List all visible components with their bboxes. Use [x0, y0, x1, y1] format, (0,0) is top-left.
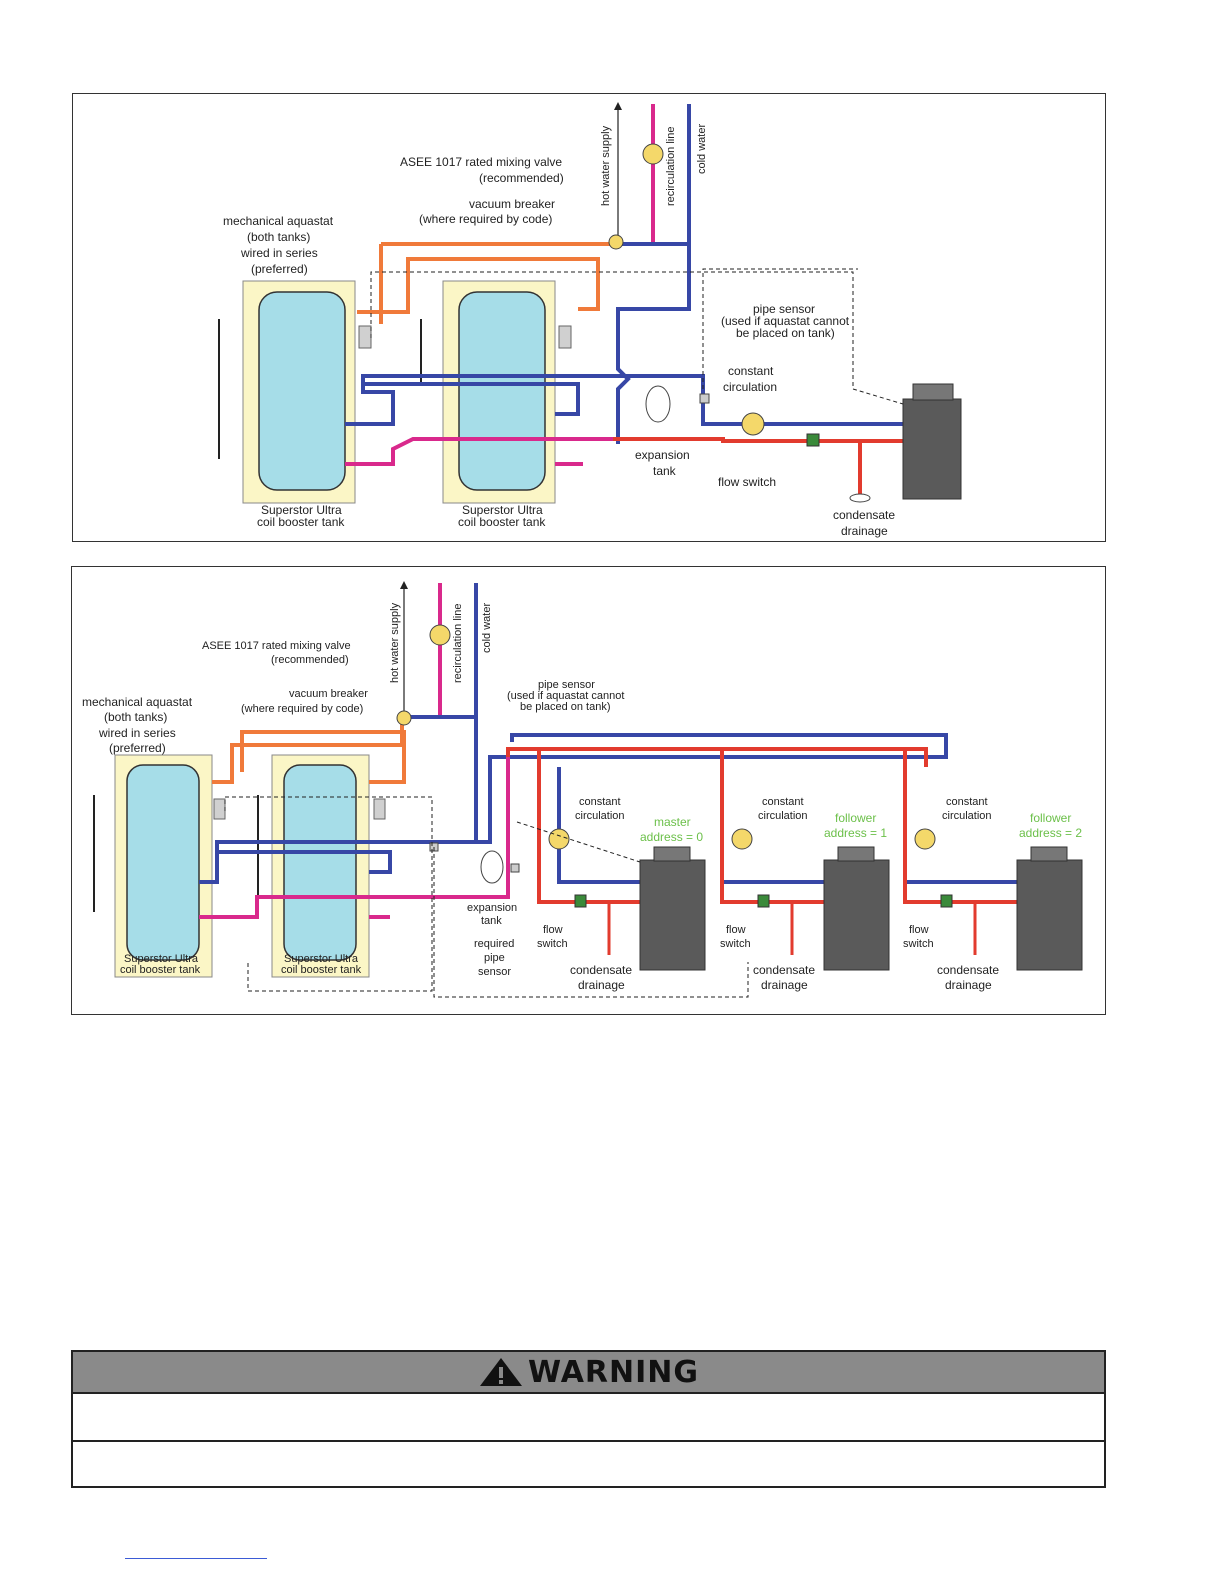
recirc-pump-icon: [642, 143, 664, 165]
label-tank-b: tank: [481, 915, 502, 927]
label-tank: tank: [653, 464, 677, 478]
label-pipe-sensor-b2: (used if aquastat cannot: [507, 690, 624, 702]
boiler-master: [639, 859, 706, 971]
mixing-valve-icon: [608, 234, 624, 250]
label-pipe-sensor-b: pipe sensor: [538, 679, 595, 691]
expansion-tank-icon: [645, 385, 671, 423]
piping-diagram-2: hot water supply recirculation line cold…: [82, 581, 1083, 998]
label-switch-2: switch: [720, 938, 751, 950]
label-tank-a-b2: coil booster tank: [120, 964, 201, 976]
label-sensor: sensor: [478, 966, 511, 978]
label-constant-3: constant: [946, 796, 988, 808]
label-tank-b-b2: coil booster tank: [281, 964, 362, 976]
label-vacuum-breaker-2: vacuum breaker: [289, 688, 368, 700]
label-follower-2: follower: [1030, 811, 1071, 825]
label-circulation-1: circulation: [575, 810, 625, 822]
warning-row-2: [73, 1442, 1104, 1488]
label-circulation-3: circulation: [942, 810, 992, 822]
label-aquastat-b: mechanical aquastat: [82, 695, 193, 709]
label-constant-1: constant: [579, 796, 621, 808]
label-drainage-1: drainage: [578, 978, 625, 992]
label-constant-2: constant: [762, 796, 804, 808]
label-hot-water-supply-2: hot water supply: [389, 602, 401, 683]
label-aquastat-2: (both tanks): [247, 230, 310, 244]
label-circulation-2: circulation: [758, 810, 808, 822]
label-cold-water: cold water: [696, 124, 708, 174]
label-aquastat: mechanical aquastat: [223, 214, 334, 228]
label-tank-a: Superstor Ultra: [261, 503, 342, 517]
label-flow-switch: flow switch: [718, 475, 776, 489]
piping-diagram-1: hot water supply recirculation line cold…: [218, 102, 962, 538]
label-required: required: [474, 938, 514, 950]
warning-box: WARNING: [71, 1350, 1106, 1488]
label-recirculation-line-2: recirculation line: [452, 604, 464, 683]
label-aquastat-b4: (preferred): [109, 741, 166, 755]
warning-triangle-icon: [479, 1358, 522, 1386]
label-follower-1: follower: [835, 811, 876, 825]
boiler-follower-1: [823, 859, 890, 971]
label-flow-1: flow: [543, 924, 563, 936]
label-tank-b-b: Superstor Ultra: [284, 953, 359, 965]
label-vacuum-breaker-note-2: (where required by code): [241, 703, 363, 715]
label-recirculation-line: recirculation line: [665, 127, 677, 206]
label-follower-1-address: address = 1: [824, 826, 887, 840]
label-circulation: circulation: [723, 380, 777, 394]
label-tank-b-2: coil booster tank: [458, 515, 546, 529]
label-pipe: pipe: [484, 952, 505, 964]
label-switch-1: switch: [537, 938, 568, 950]
label-pipe-sensor-b3: be placed on tank): [520, 701, 611, 713]
boiler-follower-2: [1016, 859, 1083, 971]
label-mixing-valve-note-2: (recommended): [271, 654, 349, 666]
label-pipe-sensor-3: be placed on tank): [736, 326, 835, 340]
label-tank-b: Superstor Ultra: [462, 503, 543, 517]
label-expansion: expansion: [635, 448, 690, 462]
flow-switch-icon: [806, 433, 820, 447]
label-flow-3: flow: [909, 924, 929, 936]
label-mixing-valve: ASEE 1017 rated mixing valve: [400, 155, 562, 169]
label-drainage-3: drainage: [945, 978, 992, 992]
label-mixing-valve-note: (recommended): [479, 171, 564, 185]
label-pipe-sensor: pipe sensor: [753, 302, 815, 316]
label-condensate-2: condensate: [753, 963, 815, 977]
label-aquastat-3: wired in series: [240, 246, 318, 260]
warning-header: WARNING: [73, 1352, 1104, 1394]
label-drainage-2: drainage: [761, 978, 808, 992]
label-mixing-valve-2: ASEE 1017 rated mixing valve: [202, 640, 351, 652]
label-vacuum-breaker: vacuum breaker: [469, 197, 555, 211]
diagram-cascade-boilers: hot water supply recirculation line cold…: [71, 566, 1106, 1015]
label-condensate-3: condensate: [937, 963, 999, 977]
label-cold-water-2: cold water: [481, 603, 493, 653]
label-aquastat-b2: (both tanks): [104, 710, 167, 724]
boiler-icon: [902, 398, 962, 500]
label-drainage: drainage: [841, 524, 888, 538]
label-aquastat-b3: wired in series: [98, 726, 176, 740]
label-master: master: [654, 815, 691, 829]
label-hot-water-supply: hot water supply: [600, 125, 612, 206]
circulator-pump-icon: [741, 412, 765, 436]
label-follower-2-address: address = 2: [1019, 826, 1082, 840]
label-expansion-b: expansion: [467, 902, 517, 914]
label-aquastat-4: (preferred): [251, 262, 308, 276]
label-switch-3: switch: [903, 938, 934, 950]
label-master-address: address = 0: [640, 830, 703, 844]
footer-link-underline[interactable]: [125, 1558, 267, 1559]
label-tank-a-2: coil booster tank: [257, 515, 345, 529]
label-condensate: condensate: [833, 508, 895, 522]
warning-title: WARNING: [527, 1354, 700, 1390]
label-tank-a-b: Superstor Ultra: [124, 953, 199, 965]
warning-row-1: [73, 1394, 1104, 1442]
label-condensate-1: condensate: [570, 963, 632, 977]
label-constant: constant: [728, 364, 774, 378]
label-flow-2: flow: [726, 924, 746, 936]
diagram-single-boiler: hot water supply recirculation line cold…: [72, 93, 1106, 542]
label-pipe-sensor-2: (used if aquastat cannot: [721, 314, 850, 328]
label-vacuum-breaker-note: (where required by code): [419, 212, 552, 226]
